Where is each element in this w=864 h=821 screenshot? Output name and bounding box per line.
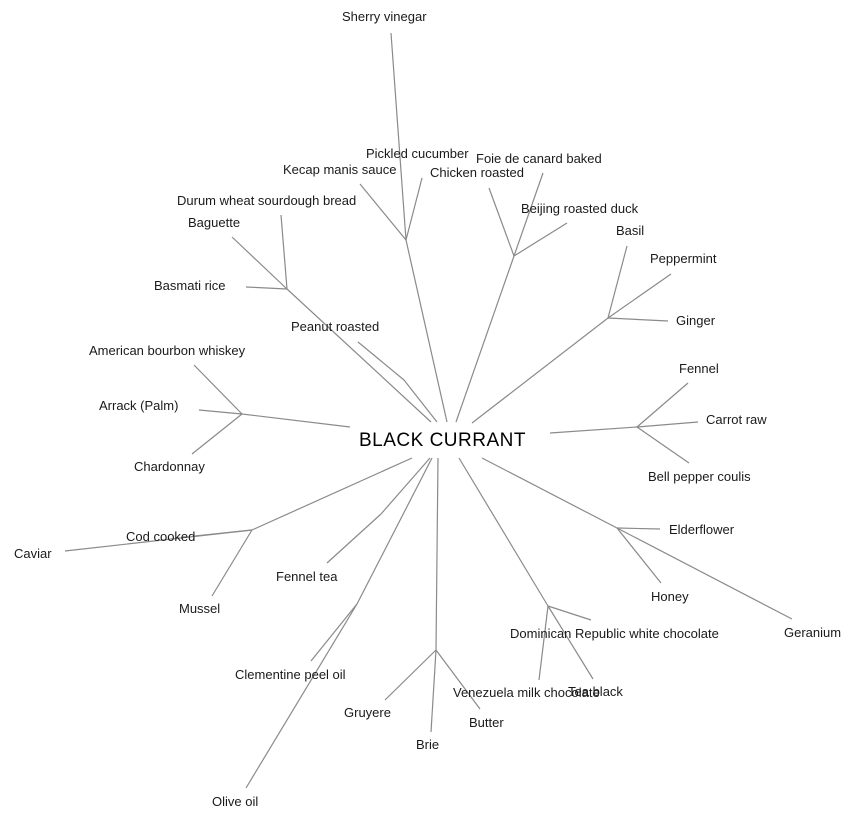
node-label-geranium: Geranium — [784, 625, 841, 640]
node-label-gruyere: Gruyere — [344, 705, 391, 720]
edge-to-ginger — [607, 317, 669, 322]
edge-to-brie — [430, 649, 437, 733]
edge-root-to-herb — [471, 317, 609, 424]
edge-to-chicken-roasted — [488, 187, 515, 257]
node-label-olive-oil: Olive oil — [212, 794, 258, 809]
node-label-chardonnay: Chardonnay — [134, 459, 205, 474]
edge-to-arrack-palm — [198, 409, 243, 415]
edge-to-clementine-peel-oil — [310, 603, 358, 662]
edge-root-to-top — [405, 239, 448, 423]
edge-to-american-bourbon-whiskey — [193, 364, 243, 415]
root-node-label: BLACK CURRANT — [359, 430, 526, 451]
edge-to-foie-de-canard-baked — [513, 172, 544, 257]
node-label-basil: Basil — [616, 223, 644, 238]
edge-root-to-oil — [356, 457, 433, 605]
edge-to-butter — [435, 649, 481, 710]
node-label-venezuela-milk-chocolate: Venezuela milk chocolate — [453, 685, 600, 700]
node-label-bell-pepper-coulis: Bell pepper coulis — [648, 469, 751, 484]
edge-to-pickled-cucumber — [405, 177, 423, 241]
edge-to-sherry-vinegar — [390, 32, 407, 241]
edge-to-dominican-republic-white-chocolate — [547, 605, 592, 621]
edge-root-to-veg — [549, 426, 638, 434]
node-label-cod-cooked: Cod cooked — [126, 529, 195, 544]
node-label-basmati-rice: Basmati rice — [154, 278, 226, 293]
edge-to-basil — [607, 245, 628, 319]
edge-to-baguette — [231, 236, 288, 290]
node-label-peanut-roasted: Peanut roasted — [291, 319, 379, 334]
node-label-brie: Brie — [416, 737, 439, 752]
edge-to-mussel — [211, 529, 253, 597]
edge-to-bell-pepper-coulis — [636, 426, 690, 464]
node-label-foie-de-canard-baked: Foie de canard baked — [476, 151, 602, 166]
node-label-durum-wheat-sourdough-bread: Durum wheat sourdough bread — [177, 193, 356, 208]
edge-to-olive-oil — [245, 603, 358, 789]
node-label-clementine-peel-oil: Clementine peel oil — [235, 667, 346, 682]
node-label-fennel-tea: Fennel tea — [276, 569, 338, 584]
node-label-caviar: Caviar — [14, 546, 52, 561]
edge-to-venezuela-milk-chocolate — [538, 605, 549, 681]
node-label-butter: Butter — [469, 715, 504, 730]
node-label-kecap-manis-sauce: Kecap manis sauce — [283, 162, 396, 177]
edge-to-beijing-roasted-duck — [513, 222, 568, 257]
edge-to-basmati-rice — [245, 286, 288, 290]
node-label-mussel: Mussel — [179, 601, 220, 616]
edge-root-to-fennel_tea — [380, 457, 431, 515]
edge-to-kecap-manis-sauce — [359, 183, 407, 241]
node-label-peppermint: Peppermint — [650, 251, 717, 266]
node-label-pickled-cucumber: Pickled cucumber — [366, 146, 469, 161]
edge-root-to-sea — [251, 457, 413, 531]
edge-root-to-flower — [481, 457, 618, 529]
edge-to-honey — [616, 527, 662, 584]
edge-to-caviar — [64, 529, 253, 552]
edge-to-peanut-roasted — [357, 341, 405, 381]
node-label-carrot-raw: Carrot raw — [706, 412, 767, 427]
node-label-tea-black: Tea black — [568, 684, 623, 699]
node-label-american-bourbon-whiskey: American bourbon whiskey — [89, 343, 246, 358]
edge-to-gruyere — [384, 649, 437, 701]
node-label-elderflower: Elderflower — [669, 522, 735, 537]
node-label-ginger: Ginger — [676, 313, 716, 328]
edge-root-to-duck — [455, 255, 515, 423]
edge-root-to-bread — [286, 288, 432, 423]
node-label-dominican-republic-white-chocolate: Dominican Republic white chocolate — [510, 626, 719, 641]
edge-to-geranium — [616, 527, 793, 620]
node-label-arrack-palm: Arrack (Palm) — [99, 398, 178, 413]
edge-to-peppermint — [607, 273, 672, 319]
node-label-baguette: Baguette — [188, 215, 240, 230]
edges-layer — [64, 32, 793, 789]
node-label-honey: Honey — [651, 589, 689, 604]
node-label-sherry-vinegar: Sherry vinegar — [342, 9, 427, 24]
edge-to-chardonnay — [191, 413, 243, 455]
edge-to-fennel — [636, 382, 689, 428]
edge-to-tea-black — [547, 605, 594, 680]
node-label-chicken-roasted: Chicken roasted — [430, 165, 524, 180]
edge-to-elderflower — [616, 527, 661, 530]
edge-root-to-spirit — [241, 413, 351, 428]
edge-to-fennel-tea — [326, 513, 382, 564]
edge-root-to-choc — [458, 457, 549, 607]
edge-root-to-cheese — [435, 457, 439, 651]
edge-to-durum-wheat-sourdough-bread — [280, 214, 288, 290]
edge-root-to-peanut — [403, 379, 438, 423]
node-label-fennel: Fennel — [679, 361, 719, 376]
node-label-beijing-roasted-duck: Beijing roasted duck — [521, 201, 639, 216]
edge-to-carrot-raw — [636, 421, 699, 428]
